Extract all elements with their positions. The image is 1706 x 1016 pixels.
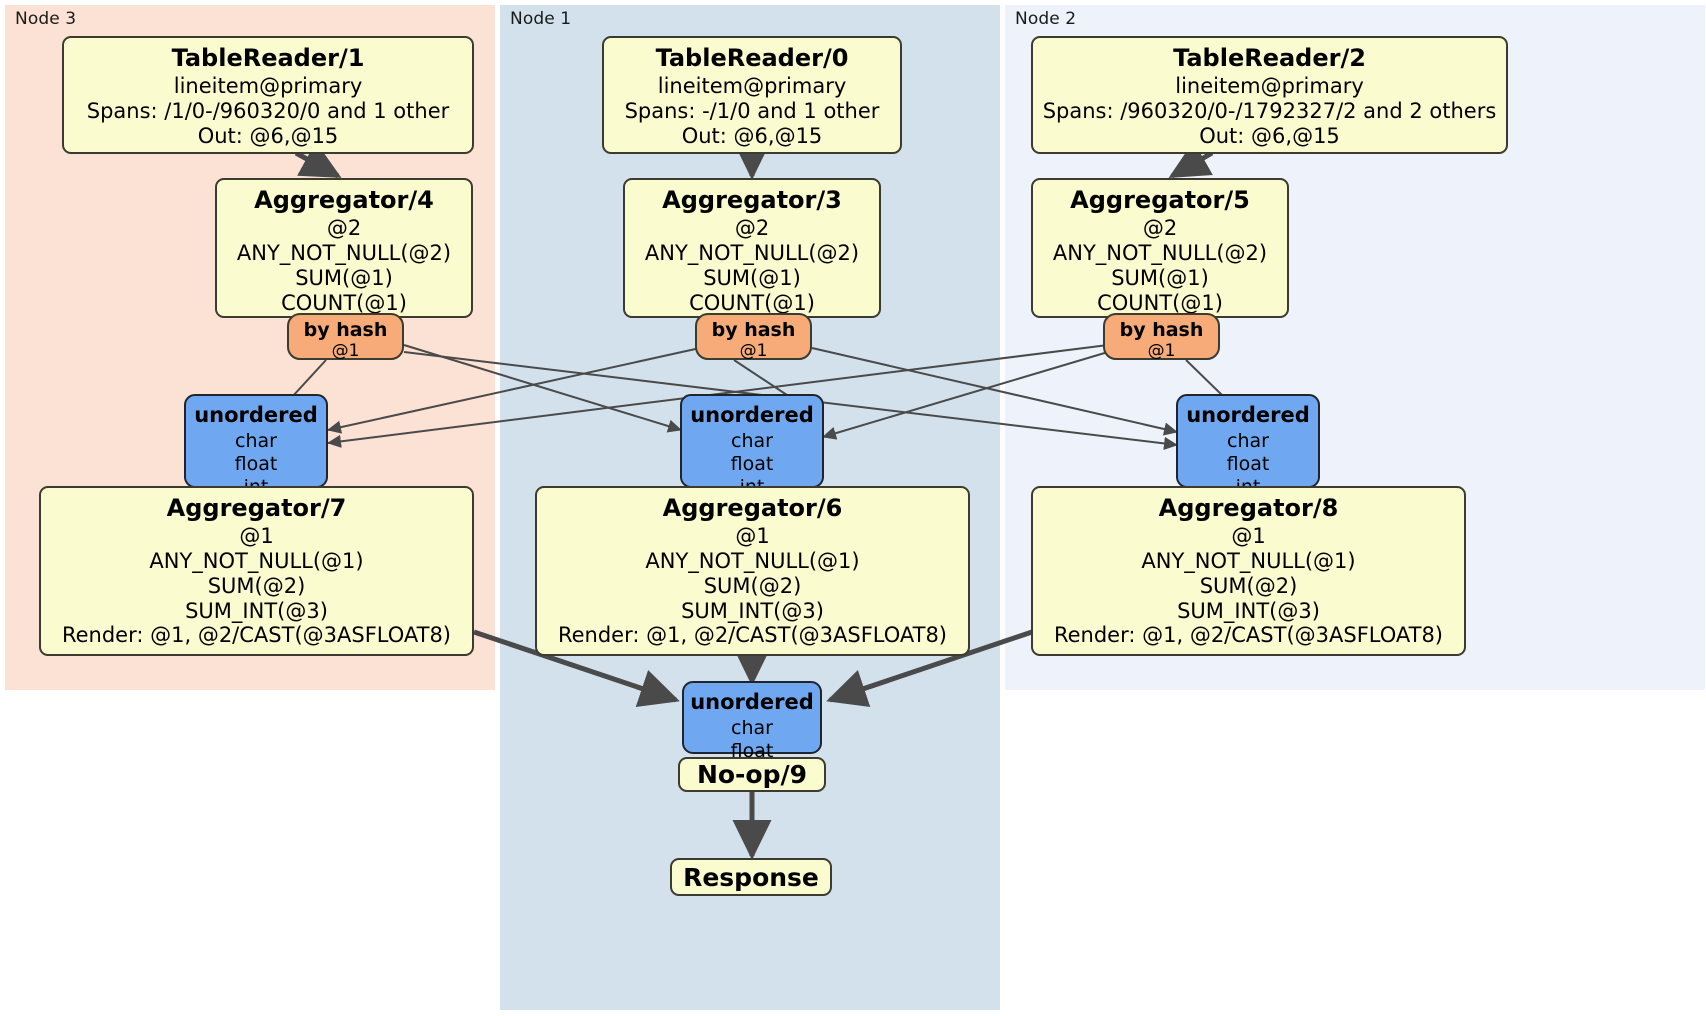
processor-line: @2: [326, 215, 362, 240]
processor-aggregator-7[interactable]: Aggregator/7 @1 ANY_NOT_NULL(@1) SUM(@2)…: [39, 486, 474, 656]
processor-line: SUM(@2): [207, 573, 306, 598]
synchronizer-unordered-right[interactable]: unordered char float int: [1176, 394, 1320, 498]
synchronizer-line: float: [234, 452, 278, 475]
processor-tablereader-2[interactable]: TableReader/2 lineitem@primary Spans: /9…: [1031, 36, 1508, 154]
processor-line: @1: [1231, 523, 1266, 548]
processor-tablereader-1[interactable]: TableReader/1 lineitem@primary Spans: /1…: [62, 36, 474, 154]
processor-line: ANY_NOT_NULL(@2): [644, 240, 860, 265]
processor-line: SUM(@2): [1199, 573, 1298, 598]
synchronizer-line: float: [730, 739, 774, 762]
processor-line: COUNT(@1): [281, 290, 407, 315]
processor-line: Render: @1, @2/CAST(@3ASFLOAT8): [557, 623, 948, 648]
processor-line: SUM(@1): [295, 265, 393, 290]
synchronizer-line: float: [730, 452, 774, 475]
processor-line: SUM_INT(@3): [185, 598, 328, 623]
synchronizer-unordered-left[interactable]: unordered char float int: [184, 394, 328, 498]
synchronizer-title: unordered: [690, 690, 814, 714]
router-line: @1: [331, 340, 360, 361]
processor-tablereader-0[interactable]: TableReader/0 lineitem@primary Spans: -/…: [602, 36, 902, 154]
processor-line: Render: @1, @2/CAST(@3ASFLOAT8): [61, 623, 452, 648]
processor-title: Aggregator/7: [166, 494, 347, 522]
processor-line: ANY_NOT_NULL(@2): [1052, 240, 1268, 265]
processor-aggregator-8[interactable]: Aggregator/8 @1 ANY_NOT_NULL(@1) SUM(@2)…: [1031, 486, 1466, 656]
processor-line: @2: [1142, 215, 1178, 240]
synchronizer-title: unordered: [690, 403, 814, 427]
processor-title: TableReader/0: [655, 44, 849, 72]
processor-line: Render: @1, @2/CAST(@3ASFLOAT8): [1053, 623, 1444, 648]
processor-title: Aggregator/8: [1158, 494, 1339, 522]
processor-title: Aggregator/5: [1070, 186, 1250, 214]
processor-response[interactable]: Response: [670, 858, 832, 896]
processor-line: lineitem@primary: [173, 73, 363, 98]
synchronizer-line: char: [235, 429, 277, 452]
processor-line: COUNT(@1): [689, 290, 815, 315]
synchronizer-line: float: [1226, 452, 1270, 475]
synchronizer-title: unordered: [194, 403, 318, 427]
router-title: by hash: [1119, 319, 1204, 341]
synchronizer-title: unordered: [1186, 403, 1310, 427]
processor-aggregator-6[interactable]: Aggregator/6 @1 ANY_NOT_NULL(@1) SUM(@2)…: [535, 486, 970, 656]
node-lane-label-node3: Node 3: [15, 9, 77, 29]
processor-aggregator-5[interactable]: Aggregator/5 @2 ANY_NOT_NULL(@2) SUM(@1)…: [1031, 178, 1289, 318]
processor-line: lineitem@primary: [1175, 73, 1364, 98]
router-by-hash-center[interactable]: by hash @1: [695, 313, 812, 361]
processor-title: Aggregator/4: [254, 186, 434, 214]
router-by-hash-left[interactable]: by hash @1: [287, 313, 404, 361]
processor-noop-9[interactable]: No-op/9: [678, 757, 826, 792]
synchronizer-unordered-final[interactable]: unordered char float: [682, 681, 822, 762]
processor-line: Spans: /1/0-/960320/0 and 1 other: [86, 98, 450, 123]
processor-title: No-op/9: [696, 760, 808, 789]
node-lane-label-node1: Node 1: [510, 9, 572, 29]
processor-line: @1: [735, 523, 770, 548]
node-lane-label-node2: Node 2: [1015, 9, 1077, 29]
processor-aggregator-3[interactable]: Aggregator/3 @2 ANY_NOT_NULL(@2) SUM(@1)…: [623, 178, 881, 318]
router-line: @1: [1147, 340, 1176, 361]
router-title: by hash: [303, 319, 388, 341]
processor-title: TableReader/2: [1173, 44, 1366, 72]
processor-line: ANY_NOT_NULL(@2): [236, 240, 452, 265]
processor-title: Aggregator/6: [662, 494, 843, 522]
processor-title: Aggregator/3: [662, 186, 842, 214]
processor-line: SUM_INT(@3): [1177, 598, 1320, 623]
processor-line: Spans: /960320/0-/1792327/2 and 2 others: [1042, 98, 1497, 123]
router-title: by hash: [711, 319, 796, 341]
router-by-hash-right[interactable]: by hash @1: [1103, 313, 1220, 361]
processor-line: lineitem@primary: [657, 73, 847, 98]
synchronizer-line: char: [1227, 429, 1269, 452]
processor-line: SUM(@1): [1111, 265, 1209, 290]
processor-line: @1: [239, 523, 274, 548]
processor-line: SUM(@1): [703, 265, 801, 290]
synchronizer-line: char: [731, 429, 773, 452]
processor-line: Out: @6,@15: [681, 123, 823, 148]
processor-line: Out: @6,@15: [1199, 123, 1340, 148]
processor-line: Out: @6,@15: [197, 123, 339, 148]
processor-line: @2: [734, 215, 770, 240]
processor-line: Spans: -/1/0 and 1 other: [624, 98, 880, 123]
processor-line: SUM_INT(@3): [681, 598, 824, 623]
processor-line: ANY_NOT_NULL(@1): [645, 548, 860, 573]
processor-line: COUNT(@1): [1097, 290, 1223, 315]
processor-line: ANY_NOT_NULL(@1): [149, 548, 364, 573]
processor-aggregator-4[interactable]: Aggregator/4 @2 ANY_NOT_NULL(@2) SUM(@1)…: [215, 178, 473, 318]
processor-line: SUM(@2): [703, 573, 802, 598]
router-line: @1: [739, 340, 768, 361]
processor-line: ANY_NOT_NULL(@1): [1141, 548, 1356, 573]
synchronizer-line: char: [731, 716, 773, 739]
processor-title: Response: [683, 862, 819, 892]
synchronizer-unordered-center[interactable]: unordered char float int: [680, 394, 824, 498]
processor-title: TableReader/1: [171, 44, 365, 72]
